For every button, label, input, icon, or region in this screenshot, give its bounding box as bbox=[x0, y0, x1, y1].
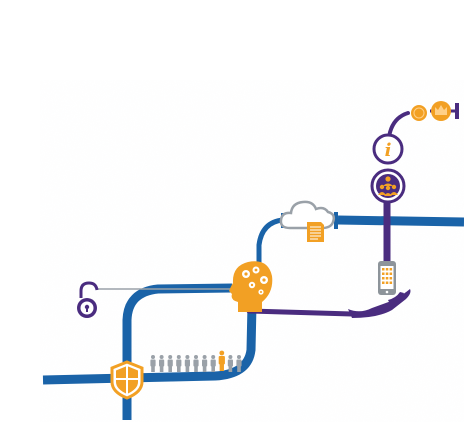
person-figure bbox=[193, 355, 199, 372]
people-row-icon bbox=[150, 350, 242, 372]
crown-coin-icon bbox=[431, 101, 451, 121]
hand-icon bbox=[348, 289, 411, 318]
person-figure bbox=[184, 355, 190, 372]
person-figure bbox=[167, 355, 173, 372]
purple-path-from-head bbox=[246, 308, 355, 317]
background-texture bbox=[40, 80, 464, 422]
blue-path-right bbox=[337, 215, 464, 227]
purple-path-endcap bbox=[455, 103, 459, 119]
person-highlighted bbox=[218, 350, 225, 371]
info-icon: i bbox=[372, 133, 404, 165]
shield-icon bbox=[110, 360, 144, 400]
head-gears-icon bbox=[229, 261, 273, 312]
info-label: i bbox=[385, 140, 392, 161]
smartphone-icon bbox=[378, 261, 396, 295]
person-figure bbox=[210, 355, 216, 372]
person-figure bbox=[176, 355, 182, 372]
person-figure bbox=[227, 355, 233, 372]
blue-path-endcap-right bbox=[334, 212, 338, 229]
person-figure bbox=[159, 355, 165, 372]
padlock-icon bbox=[77, 281, 99, 318]
person-figure bbox=[202, 355, 208, 372]
coin-icon bbox=[411, 105, 427, 121]
cloud-icon bbox=[279, 200, 336, 230]
team-icon bbox=[370, 168, 406, 204]
person-figure bbox=[150, 355, 156, 372]
person-figure bbox=[236, 355, 242, 372]
document-icon bbox=[307, 222, 324, 242]
blue-path-to-cloud bbox=[256, 217, 284, 268]
